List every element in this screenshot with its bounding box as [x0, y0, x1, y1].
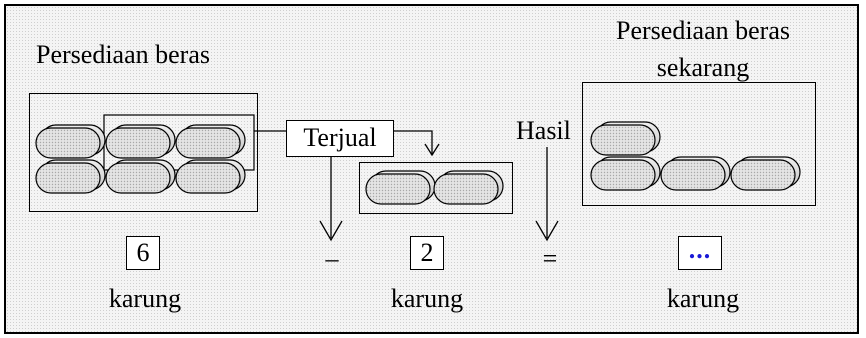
result-label: Hasil	[516, 116, 571, 145]
initial-stock-title: Persediaan beras	[36, 40, 210, 69]
result-unit: karung	[666, 284, 740, 313]
rice-sack	[590, 121, 661, 156]
rice-sack	[365, 170, 436, 205]
rice-sack	[175, 159, 246, 194]
rice-sack	[433, 170, 504, 205]
rice-sack	[590, 156, 661, 191]
rice-sack	[175, 124, 246, 159]
rice-sack	[105, 124, 176, 159]
initial-unit: karung	[108, 284, 182, 313]
minus-sign: –	[325, 244, 339, 273]
result-title-line2: sekarang	[656, 53, 750, 82]
sold-label-box	[286, 120, 394, 157]
sold-arrow	[394, 130, 433, 154]
sold-quantity-box: 2	[410, 236, 444, 270]
rice-sack	[35, 159, 106, 194]
sold-unit: karung	[390, 284, 464, 313]
sold-sacks-box	[359, 162, 513, 214]
result-stock-box	[582, 82, 816, 206]
result-quantity-placeholder: ...	[678, 236, 722, 270]
sold-label: Terjual	[303, 123, 377, 152]
rice-sack	[35, 124, 106, 159]
rice-sack	[730, 156, 801, 191]
initial-quantity-box: 6	[126, 236, 160, 270]
equals-sign: =	[542, 244, 558, 273]
rice-sack	[105, 159, 176, 194]
rice-sack	[660, 156, 731, 191]
initial-stock-box	[29, 93, 258, 212]
result-title-line1: Persediaan beras	[616, 16, 790, 45]
